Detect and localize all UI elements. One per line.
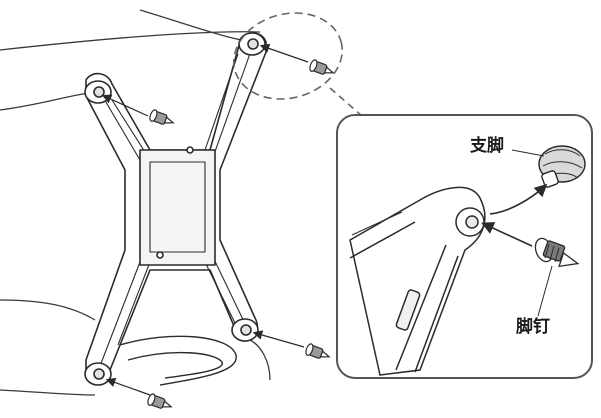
threaded-foot-pin-icon: [534, 237, 580, 268]
pin-insert-arrow: [481, 222, 533, 247]
detail-callout: [336, 114, 593, 379]
foot-pin-top-right: [259, 43, 335, 75]
rounded-knurled-foot-icon: [538, 145, 586, 188]
foot-insert-arrow: [489, 183, 548, 215]
callout-connector: [329, 87, 365, 117]
foot-leader-line: [511, 149, 545, 157]
bracket-center-plate: [139, 149, 216, 266]
foot-pin-label: 脚钉: [516, 317, 550, 337]
mounting-bracket: [84, 32, 267, 386]
highlight-ellipse: [232, 12, 344, 100]
foot-pin-bottom-left: [105, 377, 173, 409]
hose: [119, 335, 237, 386]
foot-label: 支脚: [470, 136, 504, 156]
zoomed-bracket-arm: [349, 186, 486, 376]
appliance-body-outline: [0, 9, 271, 396]
pin-leader-line: [537, 265, 553, 317]
foot-pin-bottom-right: [252, 330, 331, 359]
foot-pin-top-left: [101, 94, 175, 125]
